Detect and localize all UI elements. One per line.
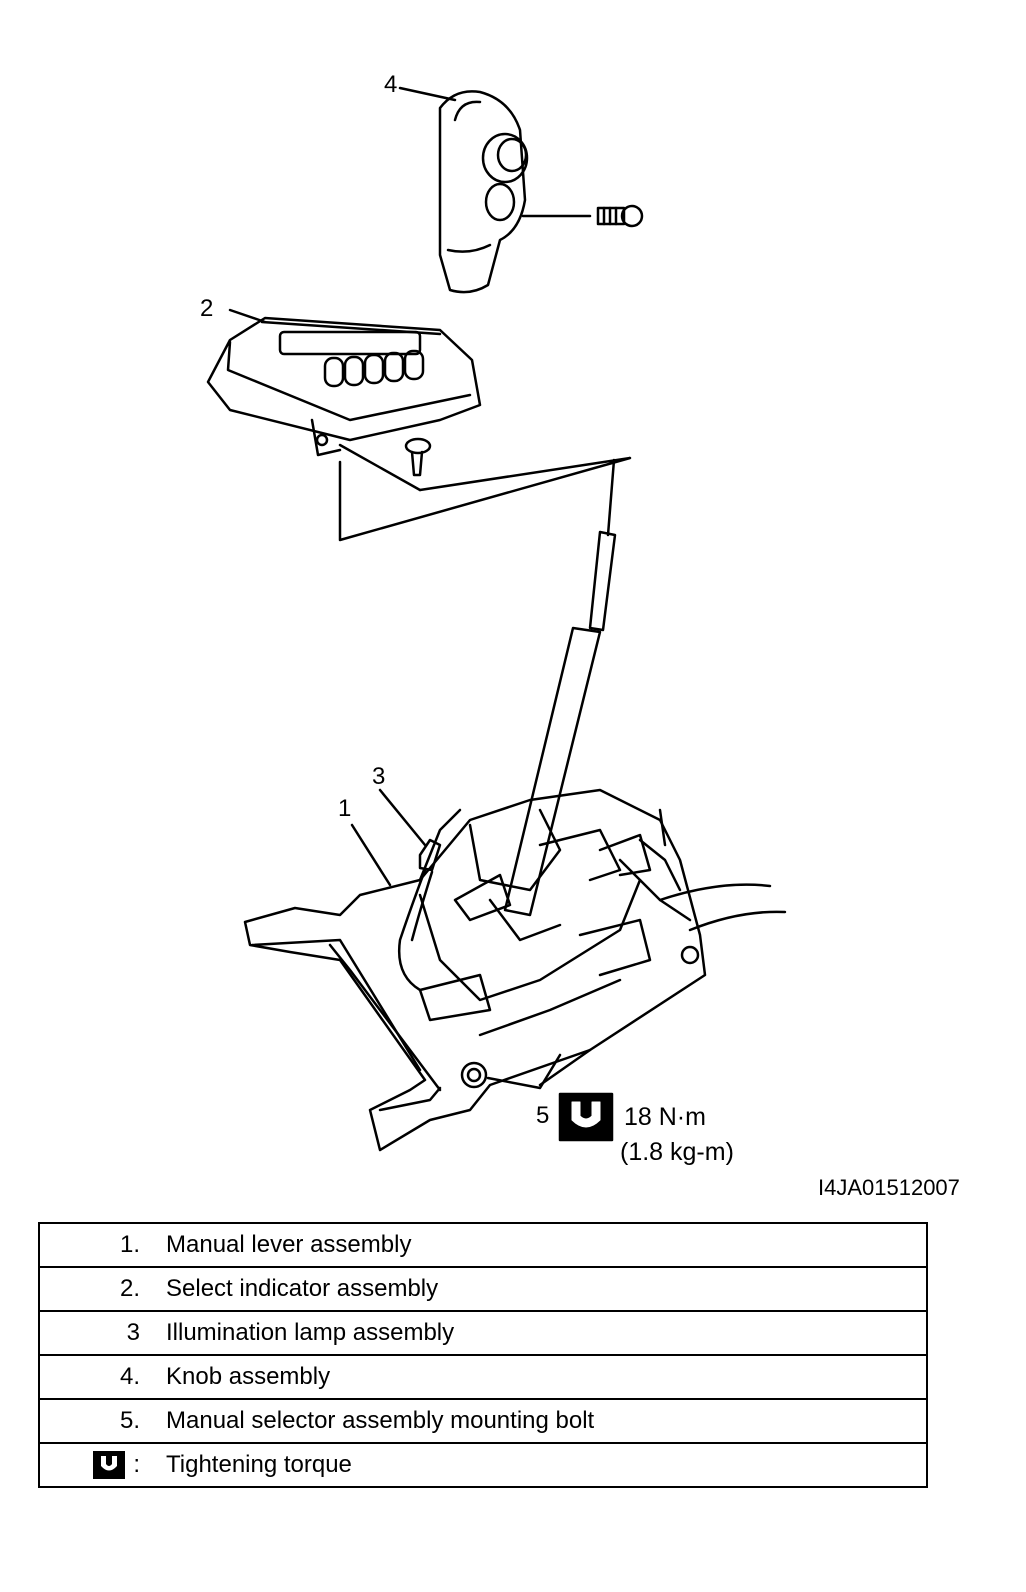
legend-desc: Manual lever assembly [152, 1222, 928, 1268]
exploded-view-diagram [206, 86, 787, 1152]
legend-row: 4. Knob assembly [38, 1354, 928, 1400]
callout-1: 1 [338, 795, 352, 822]
legend-desc: Knob assembly [152, 1354, 928, 1400]
knob-screw [521, 204, 644, 228]
select-indicator-assembly [206, 308, 482, 457]
legend-row: 5. Manual selector assembly mounting bol… [38, 1398, 928, 1444]
callout-4: 4 [384, 71, 398, 98]
torque-wrench-icon [93, 1451, 126, 1480]
torque-value: 18 N·m [624, 1103, 706, 1131]
legend-num: 3 [38, 1310, 152, 1356]
legend-table: 1. Manual lever assembly 2. Select indic… [38, 1222, 928, 1488]
torque-alt-value: (1.8 kg-m) [620, 1138, 734, 1166]
torque-wrench-icon [558, 1092, 614, 1142]
legend-num: 2. [38, 1266, 152, 1312]
manual-lever-rod [503, 458, 617, 917]
legend-row: 3 Illumination lamp assembly [38, 1310, 928, 1356]
callout-3: 3 [372, 763, 386, 790]
legend-num: : [133, 1450, 140, 1478]
callout-5: 5 [536, 1102, 550, 1129]
leader-lines [350, 788, 427, 887]
legend-num: 4. [38, 1354, 152, 1400]
figure-id: I4JA01512007 [818, 1175, 960, 1200]
legend-icon-cell: : [38, 1442, 152, 1488]
indicator-screw [338, 437, 632, 542]
illumination-lamp-assembly [397, 838, 442, 992]
mounting-bolt [466, 1053, 562, 1090]
callout-2: 2 [200, 295, 214, 322]
legend-row: : Tightening torque [38, 1442, 928, 1488]
knob-assembly [398, 86, 529, 294]
legend-num: 5. [38, 1398, 152, 1444]
legend-row: 1. Manual lever assembly [38, 1222, 928, 1268]
legend-desc: Select indicator assembly [152, 1266, 928, 1312]
legend-desc: Tightening torque [152, 1442, 928, 1488]
legend-desc: Illumination lamp assembly [152, 1310, 928, 1356]
legend-num: 1. [38, 1222, 152, 1268]
manual-lever-base [243, 788, 787, 1152]
legend-desc: Manual selector assembly mounting bolt [152, 1398, 928, 1444]
legend-row: 2. Select indicator assembly [38, 1266, 928, 1312]
